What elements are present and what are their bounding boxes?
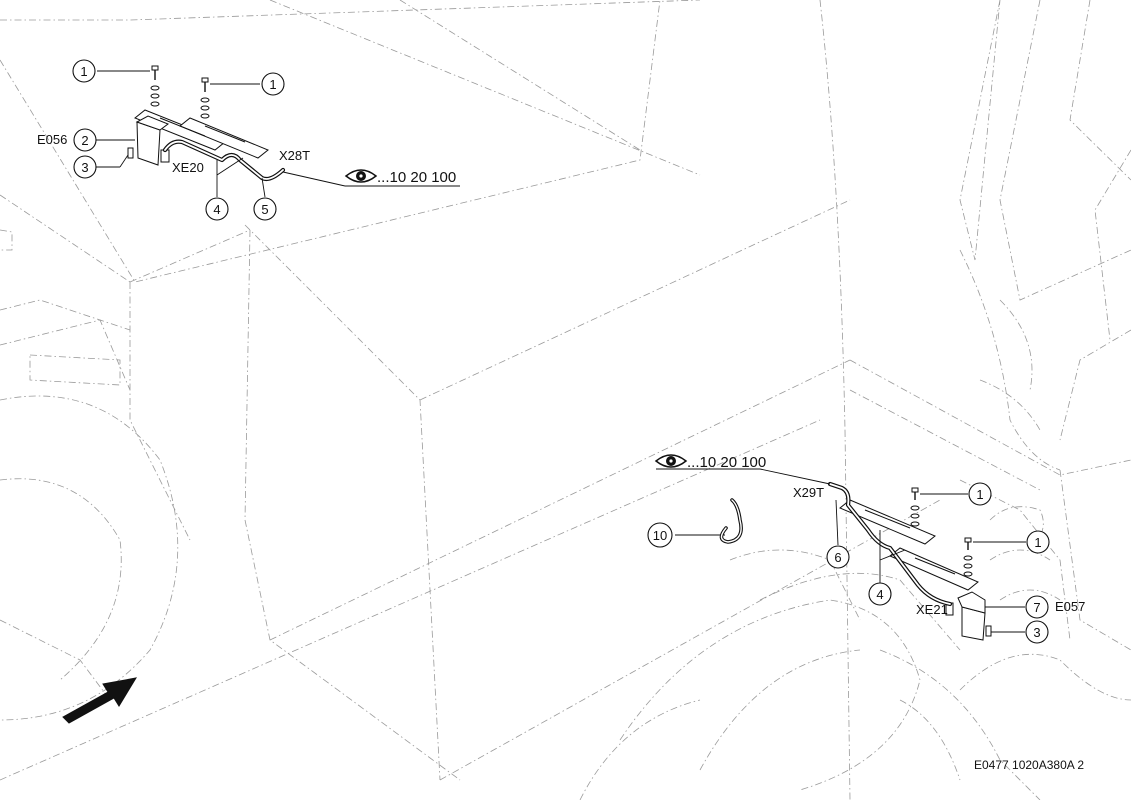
- right-leader-lines: [656, 468, 1026, 633]
- svg-text:3: 3: [1033, 625, 1040, 640]
- label-xe21: XE21: [916, 602, 948, 617]
- callout-7: 7: [1025, 595, 1049, 619]
- callout-1: 1: [261, 72, 285, 96]
- eye-icon: [654, 454, 688, 468]
- callout-4: 4: [205, 197, 229, 221]
- sensor-pin: [127, 147, 134, 159]
- mounting-plate: [179, 117, 269, 159]
- callout-1: 1: [1026, 530, 1050, 554]
- svg-text:5: 5: [261, 202, 268, 217]
- svg-text:4: 4: [213, 202, 220, 217]
- reference-section-top: ...10 20 100: [377, 169, 456, 186]
- eye-icon: [344, 169, 378, 183]
- sensor-cap: [135, 115, 170, 131]
- svg-text:6: 6: [834, 550, 841, 565]
- label-x29t: X29T: [793, 485, 824, 500]
- callout-3: 3: [1025, 620, 1049, 644]
- svg-text:1: 1: [269, 77, 276, 92]
- label-x28t: X28T: [279, 148, 310, 163]
- cable-tie: [719, 498, 743, 544]
- svg-text:1: 1: [80, 64, 87, 79]
- left-sensor-assembly: [127, 65, 286, 182]
- reference-section-bottom: ...10 20 100: [687, 454, 766, 471]
- callout-1: 1: [72, 59, 96, 83]
- direction-arrow-icon: [62, 677, 138, 724]
- sensor-pin: [985, 625, 992, 637]
- right-sensor-assembly: [827, 481, 992, 641]
- label-xe20: XE20: [172, 160, 204, 175]
- svg-text:10: 10: [653, 528, 667, 543]
- svg-text:2: 2: [81, 133, 88, 148]
- callout-5: 5: [253, 197, 277, 221]
- callout-2: 2: [73, 128, 97, 152]
- sensor-cap: [957, 591, 986, 614]
- callout-4: 4: [868, 582, 892, 606]
- label-e056: E056: [37, 132, 67, 147]
- svg-text:1: 1: [976, 487, 983, 502]
- drawing-code: E0477 1020A380A 2: [974, 758, 1084, 772]
- svg-text:4: 4: [876, 587, 883, 602]
- callout-6: 6: [826, 545, 850, 569]
- callout-1: 1: [968, 482, 992, 506]
- svg-text:1: 1: [1034, 535, 1041, 550]
- label-e057: E057: [1055, 599, 1085, 614]
- callout-10: 10: [647, 522, 673, 548]
- left-leader-lines: [96, 70, 460, 198]
- svg-text:7: 7: [1033, 600, 1040, 615]
- svg-text:3: 3: [81, 160, 88, 175]
- mounting-plate: [839, 499, 936, 545]
- callout-3: 3: [73, 155, 97, 179]
